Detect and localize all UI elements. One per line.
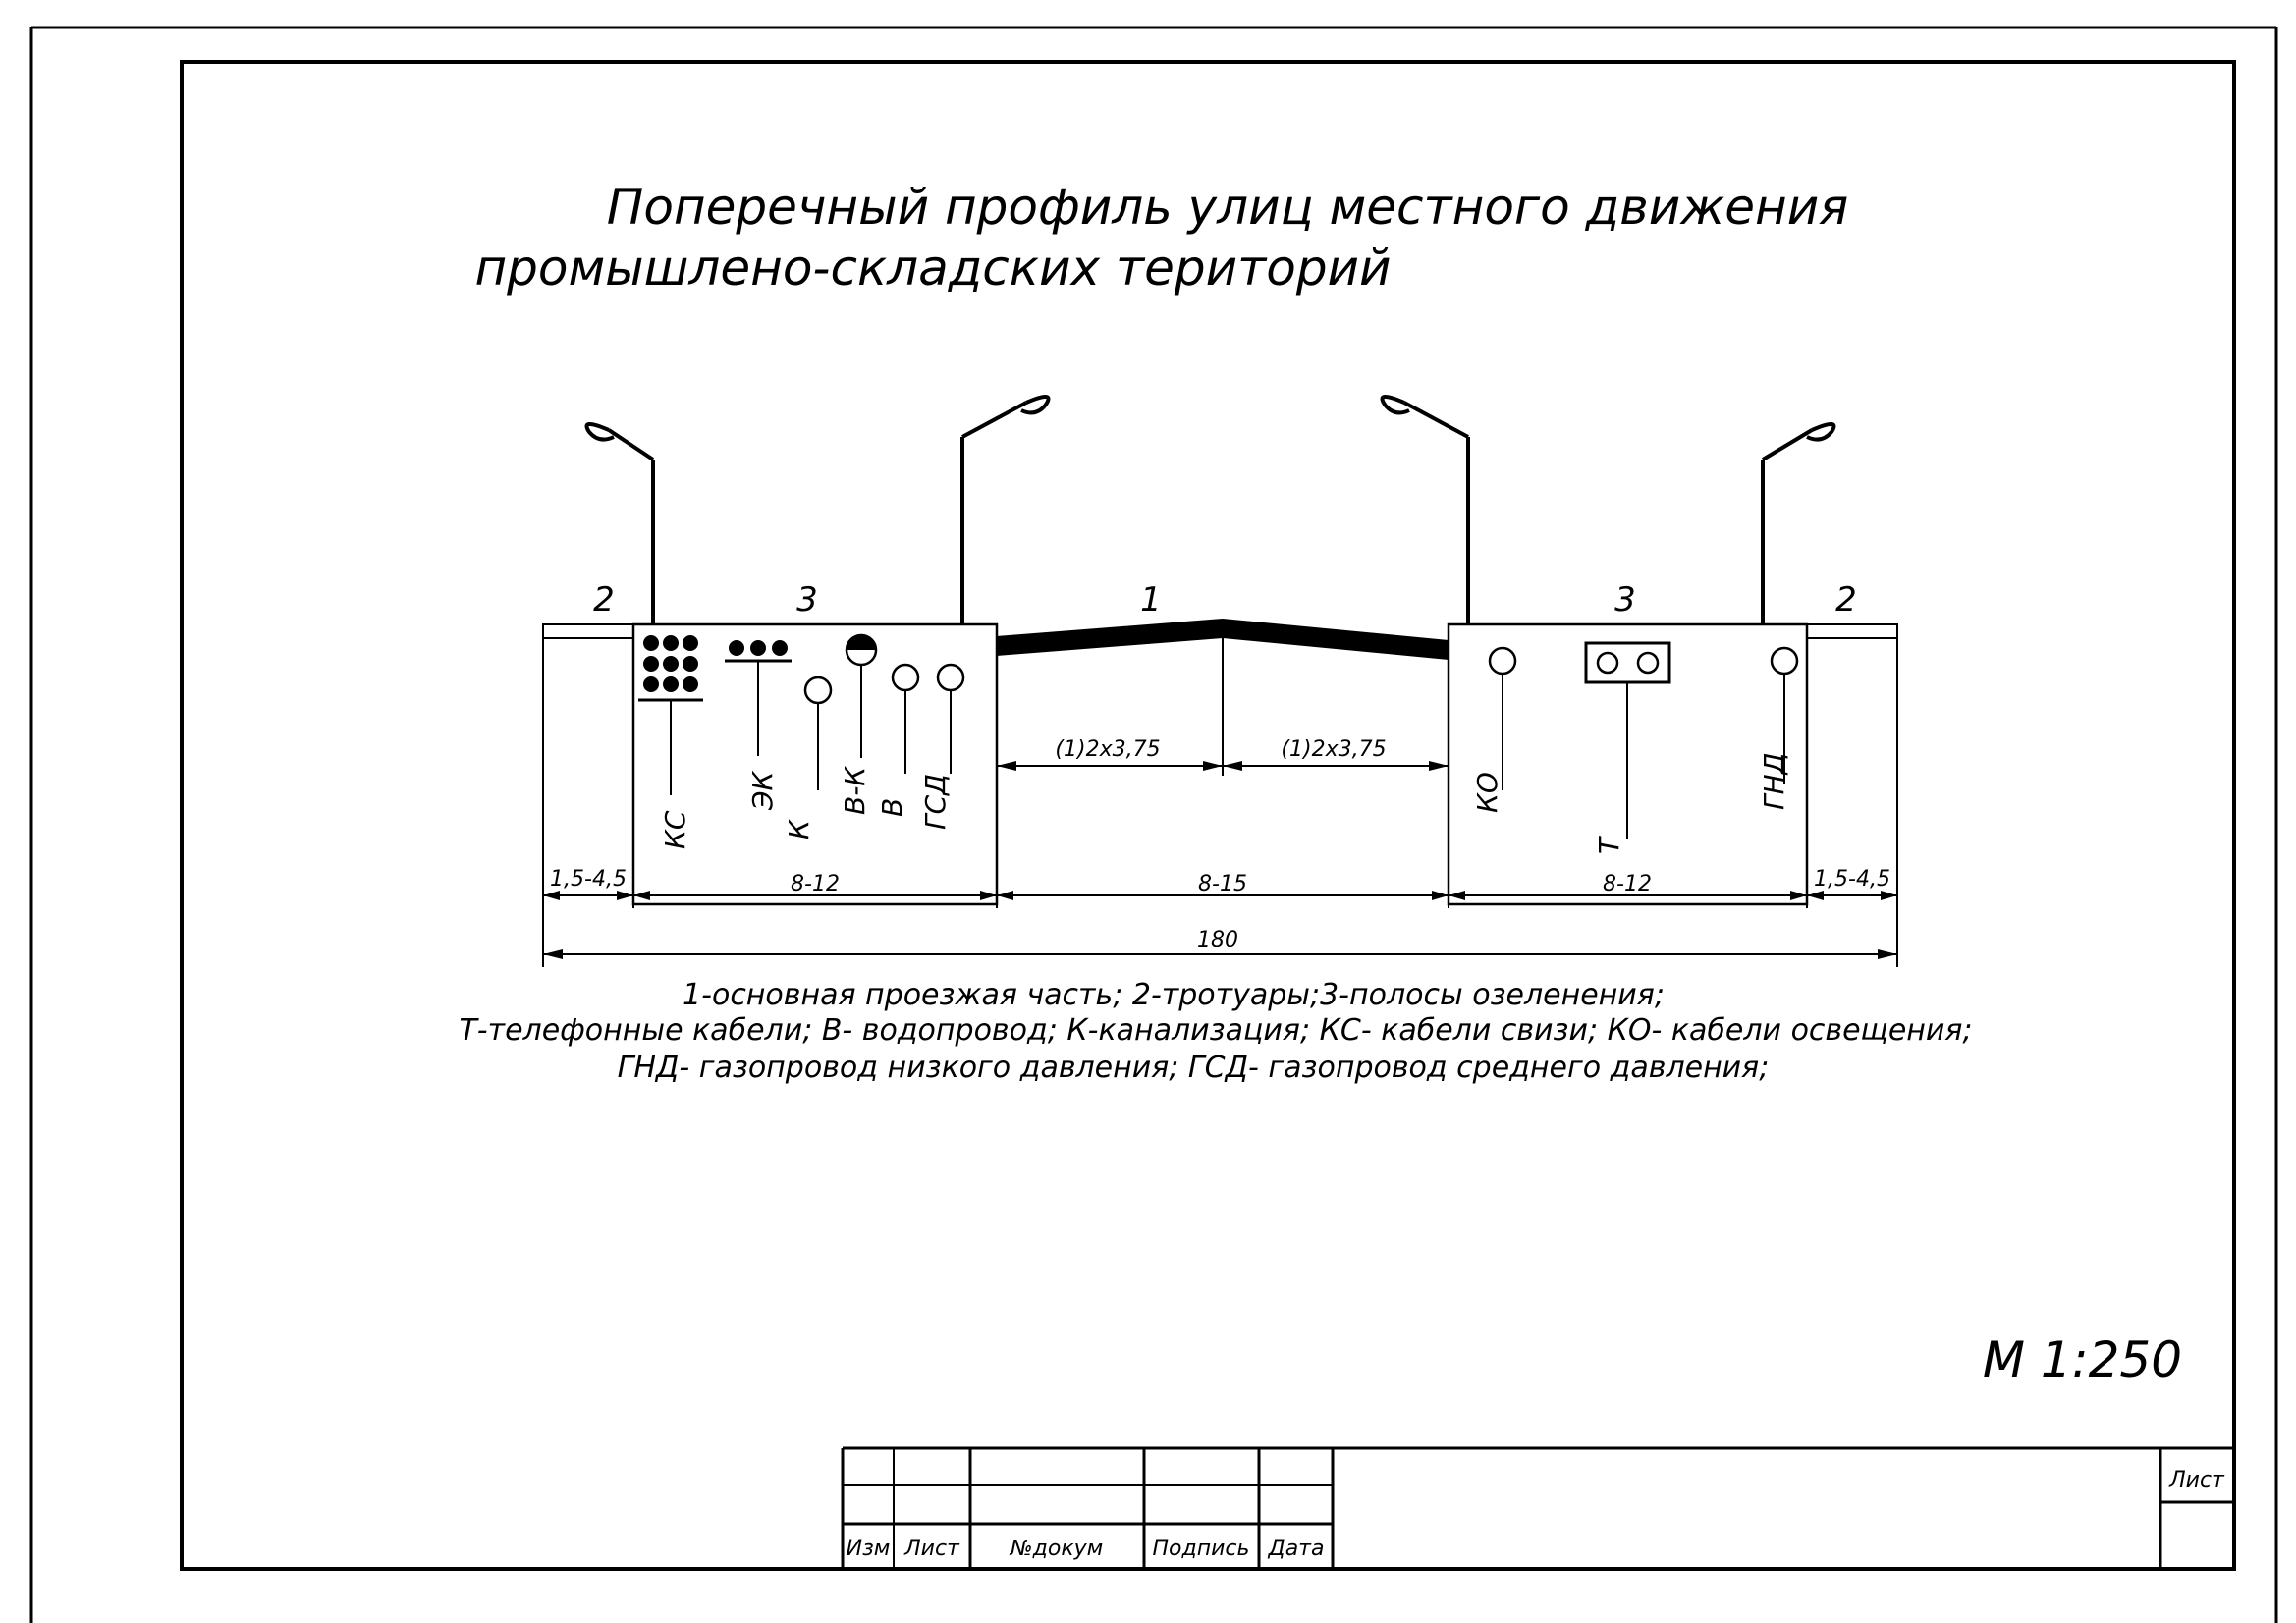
utility-label-ko: КО [1471,772,1503,813]
drawing-frame [180,60,2236,1571]
zone-label-left-green: 3 [796,580,818,620]
right-sidewalk [1806,623,1898,908]
utility-ek-cables [725,640,792,756]
utility-gsd-pipe [936,663,965,774]
street-lamp-4 [1761,422,1836,624]
street-lamp-2 [960,395,1051,624]
dimension-sidewalk-right: 1,5-4,5 [1814,867,1890,892]
utility-label-ek: ЭК [746,770,779,811]
zone-label-roadway: 1 [1140,580,1162,620]
stamp-data: Дата [1268,1537,1325,1561]
stamp-list: Лист [2168,1468,2225,1492]
utility-label-gsd: ГСД [919,774,952,830]
dimension-roadway: 8-15 [1198,872,1247,896]
utility-v-pipe [891,663,920,774]
dimension-lane-right: (1)2х3,75 [1281,737,1386,762]
stamp-dokum: №докум [1010,1537,1103,1561]
utility-label-v: В [876,798,908,817]
utility-label-ks: КС [659,810,691,849]
utility-label-gnd: ГНД [1758,752,1790,810]
zone-label-right-sidewalk: 2 [1835,580,1857,620]
legend-line-3: ГНД- газопровод низкого давления; ГСД- г… [618,1051,1770,1085]
utility-label-vk: В-К [839,766,871,815]
left-sidewalk [542,623,634,908]
sheet-trim-lines [29,26,2278,1623]
utility-t-duct [1584,641,1671,839]
street-lamp-3 [1380,395,1470,624]
street-lamp-1 [584,422,655,624]
utility-ko-cable [1488,646,1517,790]
roadway [996,619,1449,908]
right-green-strip [1447,622,1809,906]
stamp-izm: Изм [847,1537,891,1561]
stamp-list-column: Лист [903,1537,960,1561]
dimension-green-right: 8-12 [1603,872,1652,896]
dimension-green-left: 8-12 [791,872,840,896]
legend-line-1: 1-основная проезжая часть; 2-тротуары;3-… [683,978,1665,1012]
utility-label-k: К [783,819,815,839]
drawing-scale: М 1:250 [1983,1331,2182,1388]
dimension-sidewalk-left: 1,5-4,5 [550,867,627,892]
utility-vk-pipe [845,633,878,758]
title-line-1: Поперечный профиль улиц местного движени… [607,179,1849,236]
zone-label-left-sidewalk: 2 [593,580,615,620]
zone-dimension-line [543,879,1897,908]
zone-label-right-green: 3 [1614,580,1636,620]
total-dimension-line [542,908,1898,967]
dimension-total: 180 [1197,928,1238,952]
utility-label-t: Т [1593,836,1625,854]
title-line-2: промышлено-складских територий [474,240,1391,297]
utility-gnd-pipe [1770,646,1799,784]
legend-line-2: Т-телефонные кабели; В- водопровод; К-ка… [459,1013,1972,1048]
dimension-lane-left: (1)2х3,75 [1055,737,1160,762]
utility-ks-cables [638,635,703,795]
lane-dimension-line [997,761,1449,771]
title-block [841,1446,2234,1569]
utility-k-pipe [803,676,833,790]
stamp-podpis: Подпись [1153,1537,1250,1561]
